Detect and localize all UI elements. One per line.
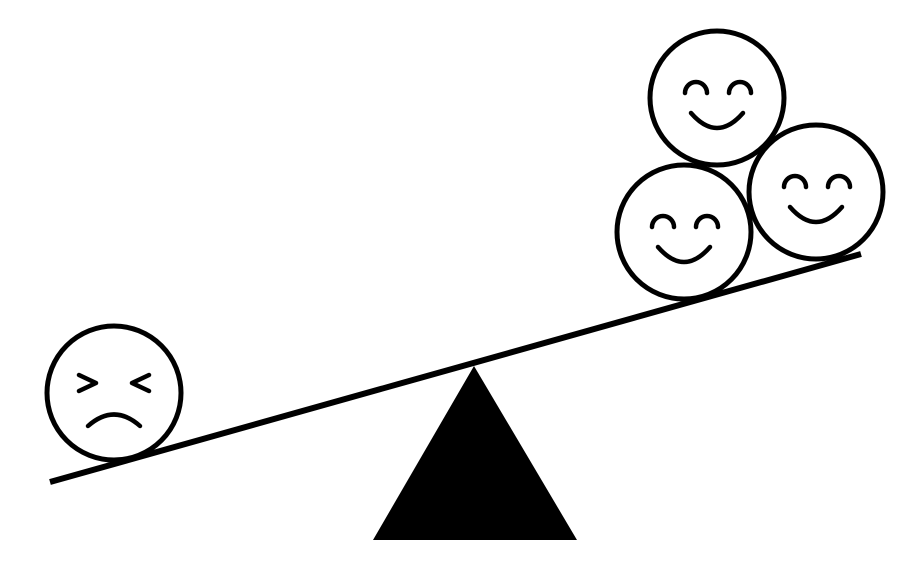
smiling-mouth xyxy=(787,204,845,225)
frowning-mouth xyxy=(85,412,143,429)
smiling-left-eye xyxy=(781,173,809,190)
smiling-face-outline xyxy=(746,122,886,262)
smiling-mouth xyxy=(655,244,713,265)
unhappy-face-outline xyxy=(44,323,184,463)
smiling-face-icon xyxy=(614,162,754,302)
smiling-left-eye xyxy=(682,79,710,96)
squinting-right-eye xyxy=(129,372,152,394)
smiling-mouth xyxy=(688,110,746,131)
smiling-face-outline xyxy=(614,162,754,302)
smiling-face-icon xyxy=(746,122,886,262)
smiling-face-icon xyxy=(647,28,787,168)
seesaw-plank xyxy=(49,251,862,485)
smiling-right-eye xyxy=(693,213,721,230)
fulcrum-triangle xyxy=(373,366,577,540)
squinting-left-eye xyxy=(76,372,99,394)
smiling-right-eye xyxy=(825,173,853,190)
smiling-left-eye xyxy=(649,213,677,230)
smiling-face-outline xyxy=(647,28,787,168)
unhappy-face-icon xyxy=(44,323,184,463)
smiling-right-eye xyxy=(726,79,754,96)
